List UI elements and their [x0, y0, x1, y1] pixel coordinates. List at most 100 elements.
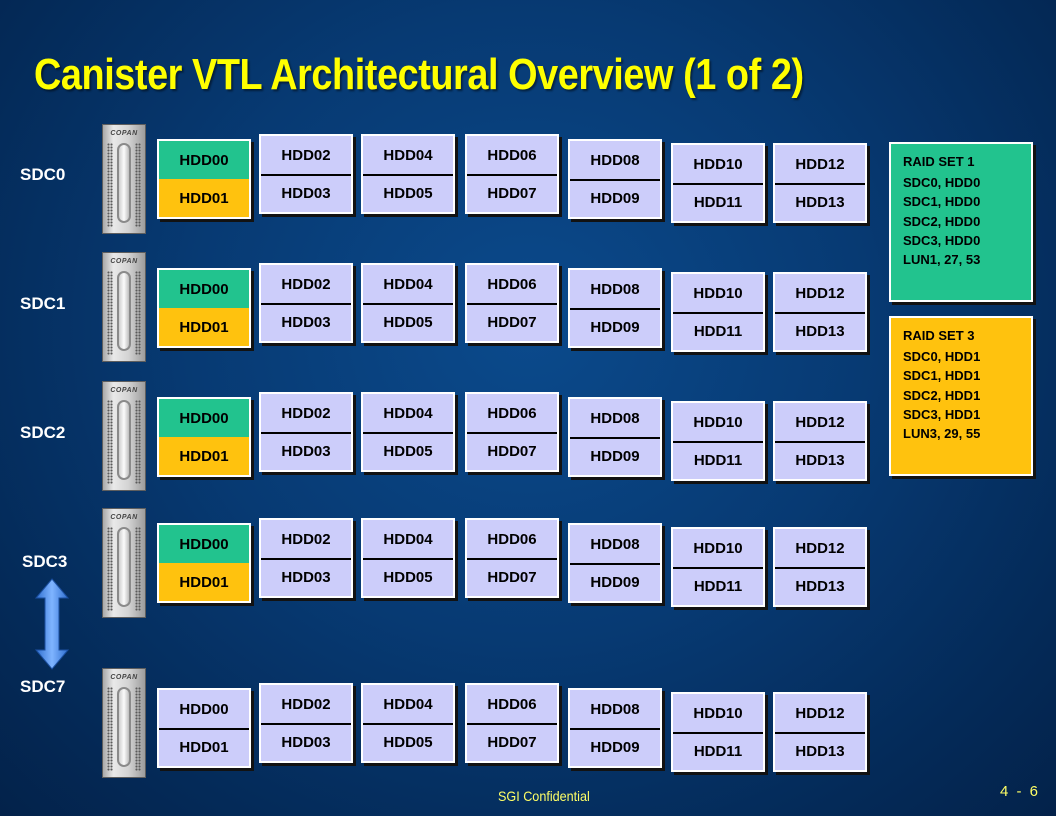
hdd-label: HDD01	[159, 563, 249, 601]
raid-set-member: LUN1, 27, 53	[903, 252, 981, 268]
canister-image: COPAN	[102, 381, 146, 491]
vent-grid	[135, 527, 141, 611]
hdd-label: HDD11	[693, 577, 743, 595]
hdd-label: HDD06	[487, 275, 537, 293]
divider	[775, 732, 865, 734]
hdd-label: HDD06	[487, 695, 537, 713]
divider	[673, 312, 763, 314]
hdd-label: HDD00	[159, 141, 249, 179]
hdd-label: HDD12	[795, 413, 845, 431]
hdd-label: HDD02	[281, 530, 331, 548]
hdd-label: HDD07	[487, 442, 537, 460]
hdd-label: HDD00	[159, 525, 249, 563]
raid-set-member: SDC1, HDD0	[903, 194, 981, 210]
hdd-label: HDD07	[487, 733, 537, 751]
hdd-label: HDD02	[281, 146, 331, 164]
hdd-label: HDD10	[693, 284, 743, 302]
hdd-label: HDD11	[693, 451, 743, 469]
hdd-label: HDD04	[383, 404, 433, 422]
canister-image: COPAN	[102, 508, 146, 618]
vent-grid	[135, 687, 141, 771]
divider	[467, 303, 557, 305]
hdd-label: HDD05	[383, 184, 433, 202]
raid-set-title: RAID SET 3	[903, 328, 975, 343]
canister-logo: COPAN	[110, 674, 138, 681]
hdd-label: HDD02	[281, 695, 331, 713]
canister-handle	[117, 527, 131, 607]
hdd-label: HDD09	[590, 738, 640, 756]
hdd-label: HDD01	[179, 738, 229, 756]
hdd-label: HDD10	[693, 413, 743, 431]
divider	[673, 183, 763, 185]
canister-image: COPAN	[102, 252, 146, 362]
hdd-label: HDD07	[487, 313, 537, 331]
raid-set-member: SDC2, HDD1	[903, 387, 981, 403]
hdd-label: HDD08	[590, 151, 640, 169]
divider	[467, 174, 557, 176]
hdd-label: HDD04	[383, 695, 433, 713]
hdd-label: HDD03	[281, 733, 331, 751]
divider	[775, 441, 865, 443]
canister-image: COPAN	[102, 124, 146, 234]
raid-set-member: SDC1, HDD1	[903, 368, 981, 384]
footer-confidential: SGI Confidential	[498, 788, 590, 804]
raid-set-member: SDC3, HDD1	[903, 406, 981, 422]
hdd-label: HDD09	[590, 447, 640, 465]
divider	[363, 558, 453, 560]
divider	[363, 303, 453, 305]
canister-image: COPAN	[102, 668, 146, 778]
divider	[570, 437, 660, 439]
hdd-label: HDD10	[693, 704, 743, 722]
hdd-label: HDD11	[693, 193, 743, 211]
hdd-label: HDD00	[159, 270, 249, 308]
hdd-label: HDD10	[693, 539, 743, 557]
hdd-label: HDD03	[281, 442, 331, 460]
hdd-label: HDD12	[795, 539, 845, 557]
raid-set-member: SDC3, HDD0	[903, 232, 981, 248]
vent-grid	[107, 687, 113, 771]
vent-grid	[135, 271, 141, 355]
divider	[159, 728, 249, 730]
divider	[261, 303, 351, 305]
double-arrow-icon	[34, 578, 70, 670]
canister-logo: COPAN	[110, 130, 138, 137]
hdd-label: HDD00	[179, 700, 229, 718]
divider	[775, 567, 865, 569]
controller-label: SDC3	[22, 552, 68, 571]
controller-label: SDC1	[20, 294, 66, 313]
divider	[775, 183, 865, 185]
hdd-label: HDD05	[383, 313, 433, 331]
divider	[570, 563, 660, 565]
hdd-label: HDD04	[383, 530, 433, 548]
vent-grid	[107, 143, 113, 227]
hdd-label: HDD03	[281, 313, 331, 331]
hdd-label: HDD12	[795, 704, 845, 722]
divider	[570, 179, 660, 181]
divider	[570, 308, 660, 310]
hdd-label: HDD02	[281, 404, 331, 422]
hdd-label: HDD05	[383, 442, 433, 460]
vent-grid	[107, 527, 113, 611]
